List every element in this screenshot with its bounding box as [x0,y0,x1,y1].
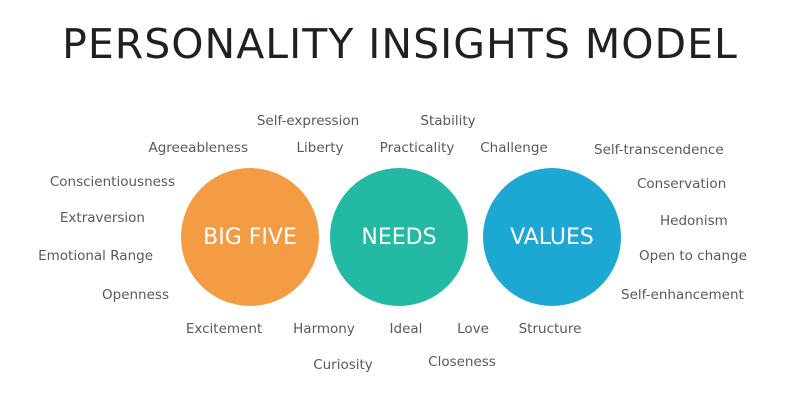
value-conservation: Conservation [637,176,727,192]
value-hedonism: Hedonism [660,213,728,229]
need-liberty: Liberty [296,140,344,156]
trait-extraversion: Extraversion [59,210,145,226]
need-challenge: Challenge [480,140,548,156]
need-excitement: Excitement [185,321,263,337]
needs-circle: NEEDS [330,168,468,306]
need-love: Love [457,321,489,337]
need-closeness: Closeness [428,354,496,370]
trait-agreeableness: Agreeableness [148,140,249,156]
need-curiosity: Curiosity [313,357,373,373]
trait-openness: Openness [102,287,169,303]
big-five-label: BIG FIVE [203,224,297,250]
need-self-expression: Self-expression [256,113,360,129]
need-stability: Stability [420,113,476,129]
trait-conscientiousness: Conscientiousness [49,174,175,190]
values-label: VALUES [510,224,594,250]
need-harmony: Harmony [293,321,355,337]
need-practicality: Practicality [379,140,455,156]
value-self-transcendence: Self-transcendence [594,142,724,158]
trait-emotional-range: Emotional Range [38,248,153,264]
value-self-enhancement: Self-enhancement [621,287,744,303]
need-ideal: Ideal [389,321,423,337]
value-open-to-change: Open to change [639,248,747,264]
needs-label: NEEDS [361,224,437,250]
need-structure: Structure [518,321,582,337]
diagram-title: PERSONALITY INSIGHTS MODEL [62,20,738,68]
values-circle: VALUES [483,168,621,306]
big-five-circle: BIG FIVE [181,168,319,306]
